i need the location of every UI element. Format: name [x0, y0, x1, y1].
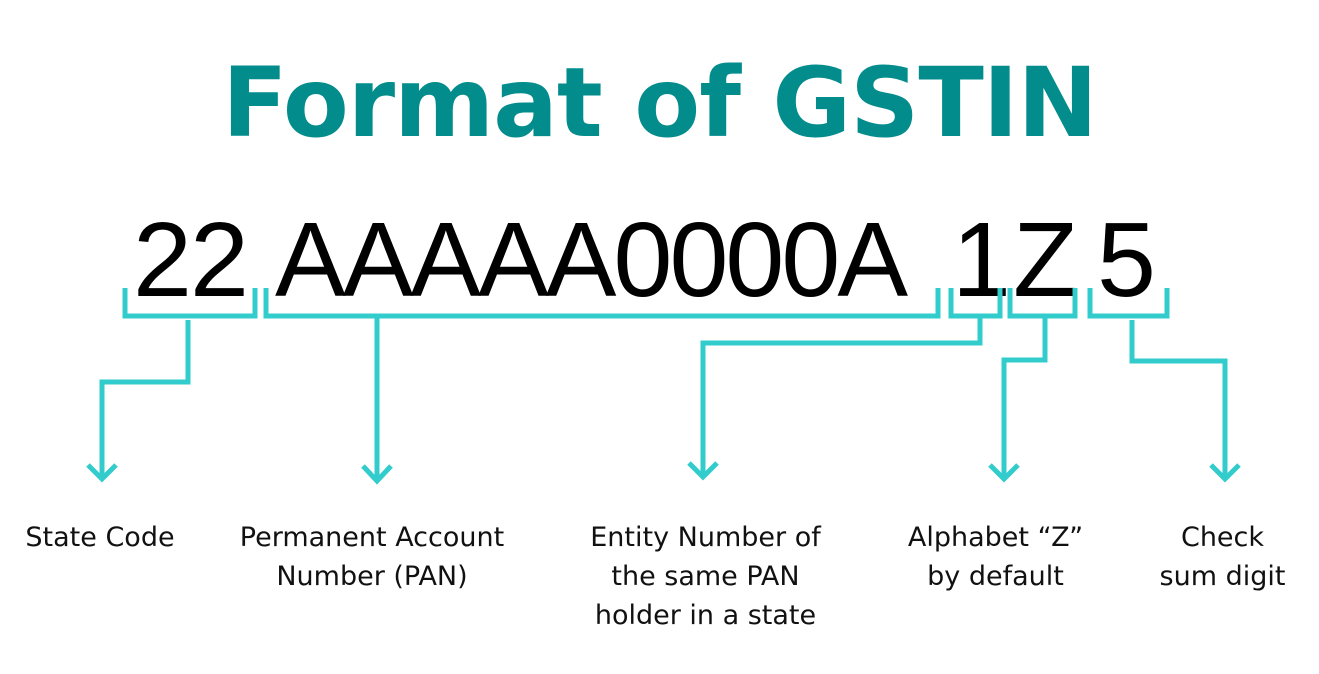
label-entity-number: Entity Number of the same PAN holder in … — [590, 522, 821, 631]
down-arrow-icon — [361, 464, 393, 485]
connector-entity-number — [700, 318, 983, 476]
label-default-z: Alphabet “Z” by default — [907, 522, 1084, 592]
label-state-code: State Code — [25, 522, 175, 553]
down-arrow-icon — [86, 463, 118, 483]
bracket-state-code — [122, 288, 258, 319]
connector-state-code — [99, 320, 191, 478]
segment-checksum: 5 — [1097, 201, 1156, 319]
bracket-pan — [263, 288, 941, 319]
segment-state-code: 22 — [133, 201, 249, 319]
segment-pan: AAAAA0000A — [275, 201, 908, 319]
bracket-checksum — [1087, 288, 1170, 319]
label-checksum: Check sum digit — [1159, 522, 1286, 592]
bracket-default-z — [1007, 288, 1078, 319]
down-arrow-icon — [988, 463, 1020, 483]
label-pan: Permanent Account Number (PAN) — [239, 522, 505, 592]
bracket-entity-number — [948, 288, 1003, 319]
diagram-title: Format of GSTIN — [222, 47, 1098, 159]
connector-default-z — [1001, 318, 1048, 478]
connector-checksum — [1129, 320, 1228, 478]
down-arrow-icon — [1209, 463, 1241, 483]
segment-default-z: Z — [1013, 201, 1078, 319]
down-arrow-icon — [687, 461, 719, 481]
